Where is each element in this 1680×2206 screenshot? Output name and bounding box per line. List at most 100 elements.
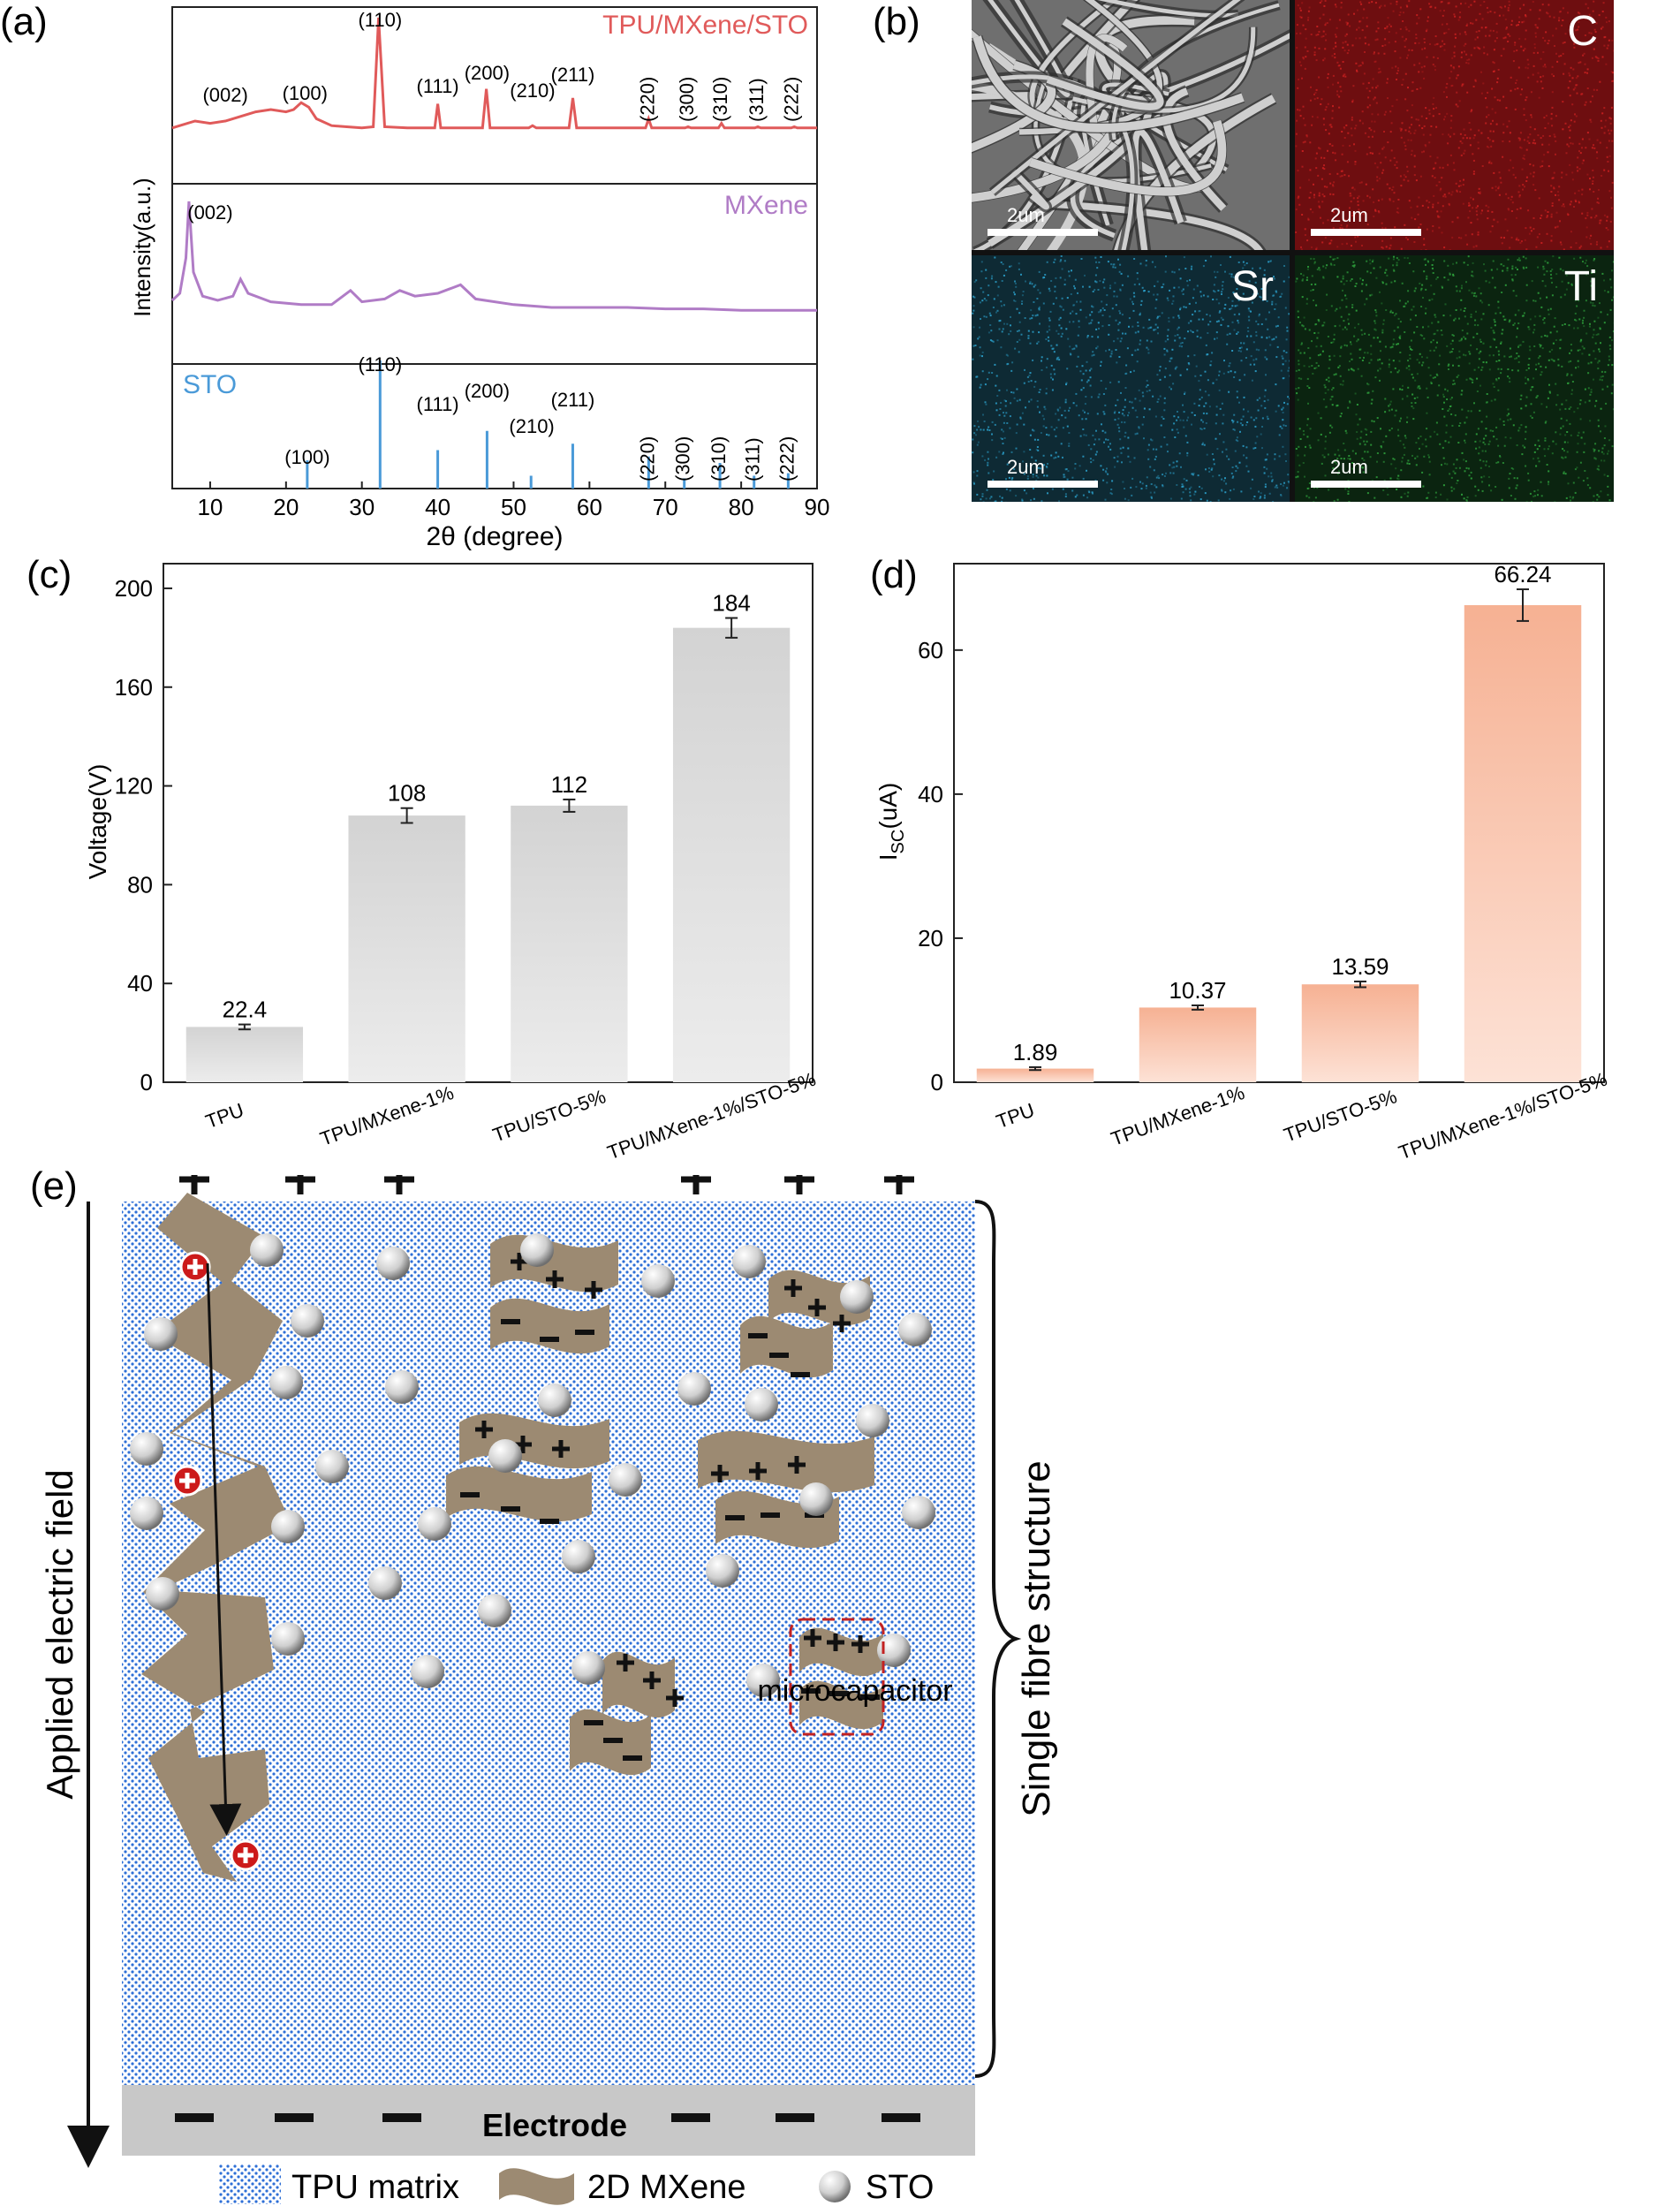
eds-signal-dot [1233,428,1236,431]
eds-signal-dot [1512,173,1515,176]
eds-signal-dot [1181,342,1184,344]
eds-signal-dot [1493,386,1495,388]
eds-signal-dot [1016,399,1018,402]
eds-signal-dot [1093,353,1095,356]
eds-signal-dot [1401,84,1404,86]
eds-signal-dot [1383,4,1386,7]
eds-signal-dot [1109,492,1112,495]
eds-signal-dot [1048,290,1051,292]
eds-signal-dot [1323,156,1326,159]
eds-signal-dot [1304,328,1306,330]
eds-signal-dot [1414,315,1417,317]
eds-signal-dot [1379,368,1381,370]
eds-signal-dot [1460,237,1463,239]
eds-signal-dot [1612,330,1614,333]
eds-signal-dot [1478,358,1480,360]
eds-signal-dot [1369,196,1371,199]
eds-signal-dot [1355,240,1357,243]
eds-signal-dot [1452,463,1455,466]
eds-signal-dot [1420,249,1423,250]
eds-signal-dot [1407,179,1410,182]
eds-signal-dot [1086,335,1089,337]
eds-signal-dot [1394,50,1396,53]
eds-signal-dot [1540,306,1543,308]
eds-signal-dot [1341,243,1343,246]
eds-signal-dot [1248,309,1251,312]
eds-signal-dot [1327,86,1329,88]
eds-signal-dot [1104,498,1107,501]
eds-signal-dot [1192,288,1195,291]
eds-signal-dot [1546,232,1548,235]
eds-signal-dot [1508,4,1510,6]
eds-signal-dot [1435,373,1438,375]
eds-signal-dot [1037,438,1040,441]
eds-signal-dot [1340,346,1343,349]
eds-c-label: C [1567,8,1598,55]
eds-signal-dot [1029,282,1032,284]
eds-signal-dot [1333,338,1336,341]
eds-signal-dot [1295,448,1298,450]
eds-signal-dot [1416,373,1419,375]
eds-signal-dot [1153,329,1155,331]
eds-signal-dot [1275,291,1278,293]
eds-signal-dot [1516,79,1518,81]
eds-signal-dot [1331,110,1334,112]
eds-signal-dot [1495,189,1497,192]
eds-signal-dot [1048,287,1050,290]
eds-signal-dot [1085,316,1087,319]
eds-signal-dot [1148,408,1151,411]
eds-signal-dot [1108,348,1110,351]
eds-signal-dot [1499,418,1502,421]
eds-signal-dot [1297,109,1299,111]
eds-signal-dot [1255,417,1258,420]
eds-signal-dot [1261,417,1264,420]
eds-signal-dot [1523,155,1525,157]
eds-signal-dot [1496,77,1499,80]
eds-signal-dot [1230,472,1233,474]
eds-signal-dot [1434,65,1436,68]
eds-signal-dot [1455,309,1457,311]
eds-signal-dot [1338,365,1341,368]
eds-signal-dot [1147,352,1150,354]
eds-signal-dot [1378,152,1381,155]
eds-signal-dot [1009,265,1011,268]
eds-signal-dot [1481,209,1483,212]
eds-signal-dot [1433,167,1435,170]
eds-signal-dot [1242,415,1245,418]
eds-signal-dot [1105,350,1107,353]
eds-signal-dot [1560,427,1563,429]
eds-signal-dot [1569,80,1571,83]
eds-signal-dot [1410,348,1411,351]
eds-signal-dot [1003,322,1005,325]
eds-signal-dot [1586,477,1589,480]
eds-signal-dot [1576,466,1578,469]
eds-signal-dot [1132,309,1135,312]
eds-signal-dot [1124,421,1126,424]
eds-signal-dot [992,307,995,308]
eds-signal-dot [1026,477,1029,480]
eds-signal-dot [1490,399,1493,402]
eds-signal-dot [1271,300,1274,303]
eds-signal-dot [1593,48,1595,50]
eds-signal-dot [1186,441,1189,443]
eds-signal-dot [1432,376,1434,379]
eds-signal-dot [1587,387,1590,390]
eds-signal-dot [1026,475,1029,478]
eds-signal-dot [1432,206,1434,208]
eds-signal-dot [1546,11,1548,14]
eds-signal-dot [1479,338,1481,341]
eds-signal-dot [1479,4,1482,6]
eds-signal-dot [1530,403,1532,406]
eds-signal-dot [1498,193,1501,196]
eds-signal-dot [1577,156,1579,159]
category-label: TPU/MXene-1% [317,1081,457,1150]
eds-signal-dot [1473,368,1476,371]
eds-signal-dot [1055,277,1057,279]
eds-signal-dot [1309,446,1312,449]
eds-signal-dot [1421,204,1424,207]
eds-signal-dot [1196,330,1199,332]
eds-signal-dot [1339,375,1342,377]
eds-signal-dot [1442,393,1444,396]
eds-signal-dot [1148,389,1151,391]
eds-signal-dot [1062,427,1064,429]
